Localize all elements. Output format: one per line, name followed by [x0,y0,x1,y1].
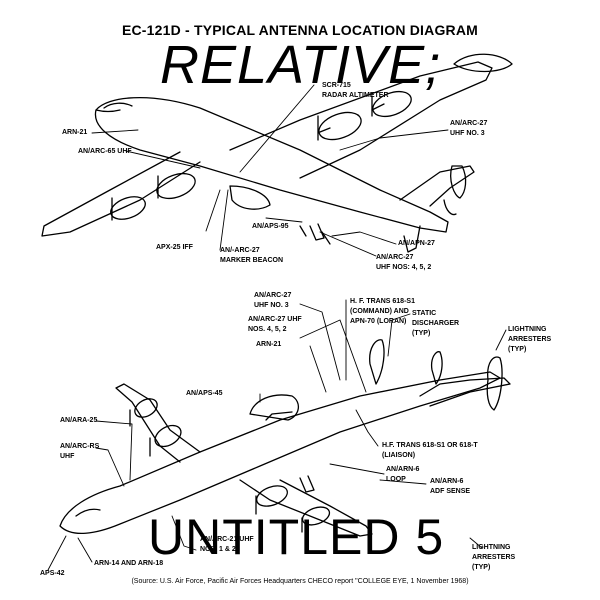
top-leader-lines [91,84,449,257]
label-discharger: DISCHARGER [412,320,460,327]
bottom-aircraft-drawing [59,339,511,537]
label-hf-trans-command: H. F. TRANS 618-S1 [350,298,415,305]
label-adf-sense: ADF SENSE [430,488,471,495]
label-arresters-typ-top: (TYP) [508,346,527,353]
label-arc-27-uhf3-bottom: AN/ARC-27 [254,292,292,299]
label-marker-beacon: MARKER BEACON [220,257,283,264]
label-uhf-no-3-bottom: UHF NO. 3 [254,302,289,309]
label-nos-452-bottom: NOS. 4, 5, 2 [248,326,287,333]
label-static: STATIC [412,310,437,317]
label-arn-14-arn-18: ARN-14 AND ARN-18 [94,560,164,567]
label-arc-27-uhf3-top: AN/ARC-27 [450,120,488,127]
label-apn-70-loran: APN-70 (LORAN) [350,318,407,325]
label-arc-27-uhf452-top: AN/ARC-27 [376,254,414,261]
label-arresters-typ-bottom: (TYP) [472,564,491,571]
label-command-and: (COMMAND) AND [350,308,409,315]
label-uhf-no-3-top: UHF NO. 3 [450,130,485,137]
bottom-leader-lines [47,299,507,571]
label-arn-6-adf: AN/ARN-6 [430,478,464,485]
label-static-typ: (TYP) [412,330,431,337]
label-liaison: (LIAISON) [382,452,416,459]
label-arc-21-uhf: AN/ARC-21 UHF [200,536,254,543]
label-arresters-bottom: ARRESTERS [472,554,516,561]
label-arn-6-loop: AN/ARN-6 [386,466,420,473]
top-aircraft-drawing [41,53,513,253]
label-aps-95: AN/APS-95 [252,223,289,230]
label-arresters-top: ARRESTERS [508,336,552,343]
label-loop: LOOP [386,476,406,483]
overlay-text-relative: RELATIVE; [160,35,442,95]
label-uhf-nos-452-top: UHF NOS: 4, 5, 2 [376,264,432,271]
source-note: (Source: U.S. Air Force, Pacific Air For… [131,578,469,585]
label-lightning-bottom: LIGHTNING [472,544,511,551]
label-arc-rs-uhf: UHF [60,453,75,460]
label-hf-trans-liaison: H.F. TRANS 618-S1 OR 618-T [382,442,478,449]
label-nos-1-2: NOS. 1 & 2 [200,546,236,553]
label-apx-25-iff: APX-25 IFF [156,244,193,251]
label-apn-27: AN/APN-27 [398,240,435,247]
label-arn-21-top: ARN-21 [62,129,88,136]
label-aps-42: APS-42 [40,570,65,577]
label-arc-rs: AN/ARC-RS [60,443,100,450]
label-ara-25: AN/ARA-25 [60,417,98,424]
label-scr-715: SCR-715 [322,82,351,89]
label-arc-65-uhf: AN/ARC-65 UHF [78,148,132,155]
label-arn-21-bottom: ARN-21 [256,341,282,348]
label-arc-27-uhf-452-bottom: AN/ARC-27 UHF [248,316,302,323]
label-aps-45: AN/APS-45 [186,390,223,397]
label-lightning-top: LIGHTNING [508,326,547,333]
label-arc-27-marker: AN/-ARC-27 [220,247,260,254]
label-radar-altimeter: RADAR ALTIMETER [322,92,389,99]
diagram-title: EC-121D - TYPICAL ANTENNA LOCATION DIAGR… [121,22,479,38]
overlay-text-untitled: UNTITLED 5 [148,509,445,565]
